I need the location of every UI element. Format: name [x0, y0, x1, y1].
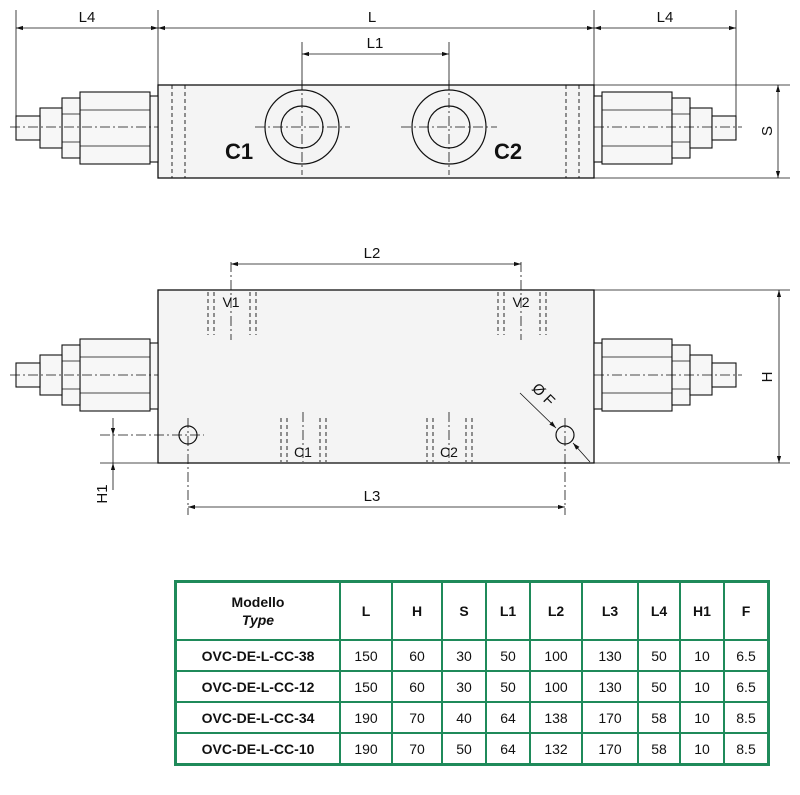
- value-cell: 58: [637, 701, 681, 734]
- value-cell: 64: [485, 701, 531, 734]
- value-cell: 6.5: [723, 639, 770, 672]
- port-c1-top: C1: [225, 139, 253, 164]
- port-c2-front: C2: [440, 444, 458, 460]
- value-cell: 190: [339, 732, 393, 766]
- port-v2: V2: [512, 294, 529, 310]
- model-cell: OVC-DE-L-CC-34: [174, 701, 341, 734]
- value-cell: 70: [391, 701, 443, 734]
- value-cell: 170: [581, 732, 639, 766]
- value-cell: 50: [485, 670, 531, 703]
- left-fitting-top: [10, 91, 159, 165]
- header-model: Modello Type: [174, 580, 341, 641]
- header-col: L4: [637, 580, 681, 641]
- value-cell: 138: [529, 701, 583, 734]
- dim-l4-left: L4: [79, 9, 96, 26]
- header-col: L1: [485, 580, 531, 641]
- value-cell: 130: [581, 670, 639, 703]
- value-cell: 60: [391, 639, 443, 672]
- header-col: H: [391, 580, 443, 641]
- value-cell: 170: [581, 701, 639, 734]
- value-cell: 50: [637, 670, 681, 703]
- dim-l: L: [368, 9, 376, 26]
- header-type-label: Type: [241, 612, 275, 628]
- value-cell: 50: [485, 639, 531, 672]
- dim-l4-right: L4: [657, 9, 674, 26]
- table-row: OVC-DE-L-CC-10 190 70 50 64 132 170 58 1…: [174, 732, 770, 766]
- header-col: L: [339, 580, 393, 641]
- dim-l2: L2: [364, 245, 381, 262]
- dim-l3: L3: [364, 488, 381, 505]
- header-col: L3: [581, 580, 639, 641]
- header-model-label: Modello: [231, 594, 285, 610]
- value-cell: 58: [637, 732, 681, 766]
- value-cell: 60: [391, 670, 443, 703]
- value-cell: 10: [679, 639, 725, 672]
- value-cell: 50: [637, 639, 681, 672]
- header-col: H1: [679, 580, 725, 641]
- header-col: L2: [529, 580, 583, 641]
- value-cell: 64: [485, 732, 531, 766]
- model-cell: OVC-DE-L-CC-12: [174, 670, 341, 703]
- value-cell: 8.5: [723, 701, 770, 734]
- value-cell: 10: [679, 670, 725, 703]
- top-view: L4 L L4 L1 S C1 C2: [10, 9, 790, 179]
- value-cell: 30: [441, 670, 487, 703]
- table-row: OVC-DE-L-CC-12 150 60 30 50 100 130 50 1…: [174, 670, 770, 703]
- model-cell: OVC-DE-L-CC-10: [174, 732, 341, 766]
- value-cell: 6.5: [723, 670, 770, 703]
- right-fitting-top: [593, 91, 742, 165]
- header-col: S: [441, 580, 487, 641]
- port-c1-front: C1: [294, 444, 312, 460]
- left-fitting-front: [10, 338, 159, 412]
- value-cell: 190: [339, 701, 393, 734]
- dim-h: H: [759, 372, 776, 383]
- value-cell: 10: [679, 732, 725, 766]
- value-cell: 150: [339, 639, 393, 672]
- value-cell: 8.5: [723, 732, 770, 766]
- value-cell: 130: [581, 639, 639, 672]
- value-cell: 132: [529, 732, 583, 766]
- technical-drawing: L4 L L4 L1 S C1 C2: [10, 9, 790, 515]
- front-view: L2 L3 H H1 Ø F V1 V2 C1 C2: [10, 245, 790, 515]
- right-fitting-front: [593, 338, 742, 412]
- table-header-row: Modello Type L H S L1 L2 L3 L4 H1 F: [174, 580, 770, 641]
- port-v1: V1: [222, 294, 239, 310]
- dim-s: S: [759, 126, 776, 136]
- value-cell: 30: [441, 639, 487, 672]
- value-cell: 100: [529, 639, 583, 672]
- dimensions-table: Modello Type L H S L1 L2 L3 L4 H1 F OVC-…: [174, 580, 770, 766]
- port-c2-top: C2: [494, 139, 522, 164]
- value-cell: 10: [679, 701, 725, 734]
- value-cell: 100: [529, 670, 583, 703]
- value-cell: 40: [441, 701, 487, 734]
- value-cell: 150: [339, 670, 393, 703]
- value-cell: 70: [391, 732, 443, 766]
- header-col: F: [723, 580, 770, 641]
- table-row: OVC-DE-L-CC-34 190 70 40 64 138 170 58 1…: [174, 701, 770, 734]
- table-row: OVC-DE-L-CC-38 150 60 30 50 100 130 50 1…: [174, 639, 770, 672]
- dim-h1: H1: [94, 484, 111, 503]
- value-cell: 50: [441, 732, 487, 766]
- dim-l1: L1: [367, 35, 384, 52]
- model-cell: OVC-DE-L-CC-38: [174, 639, 341, 672]
